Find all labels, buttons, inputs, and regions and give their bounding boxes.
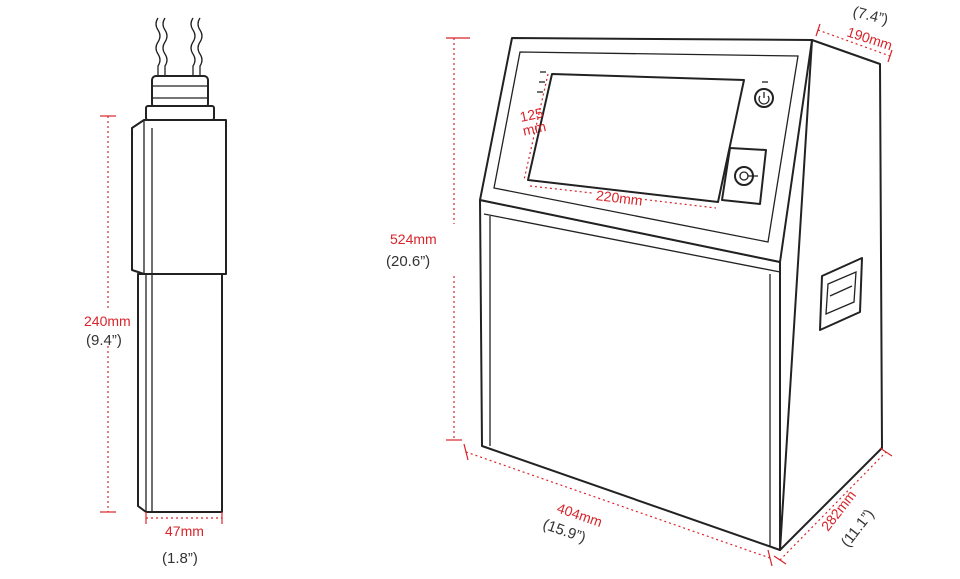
- printhead-width-in: (1.8”): [162, 550, 198, 567]
- screen-height-value: 125: [518, 104, 544, 125]
- key-switch-icon: [721, 147, 767, 205]
- printhead-height-in: (9.4”): [86, 332, 122, 349]
- cabinet-top-depth-in: (7.4”): [851, 3, 890, 28]
- printhead-width-mm: 47mm: [165, 523, 204, 539]
- cabinet-height-mm: 524mm: [390, 231, 437, 247]
- power-button-icon: [754, 81, 774, 108]
- screen-height-mm: 125 mm: [518, 104, 551, 139]
- screen-width-mm: 220mm: [595, 187, 643, 209]
- printhead-drawing: [131, 17, 227, 513]
- cabinet-height-in: (20.6”): [386, 253, 430, 270]
- printhead-width-dimension: 47mm (1.8”): [145, 512, 223, 567]
- printhead-height-mm: 240mm: [84, 313, 131, 329]
- cable-conduit-icon: [155, 17, 203, 76]
- side-handle-icon: [819, 257, 863, 331]
- cabinet-height-dimension: 524mm (20.6”): [386, 37, 470, 441]
- screen-height-dimension: 125 mm: [518, 73, 551, 181]
- cabinet-drawing: [479, 37, 883, 551]
- touch-screen: [527, 73, 745, 203]
- screen-width-dimension: 220mm: [529, 185, 717, 209]
- screen-height-unit: mm: [521, 118, 547, 139]
- printhead-height-dimension: 240mm (9.4”): [84, 115, 131, 513]
- indicator-lights-icon: [537, 71, 546, 93]
